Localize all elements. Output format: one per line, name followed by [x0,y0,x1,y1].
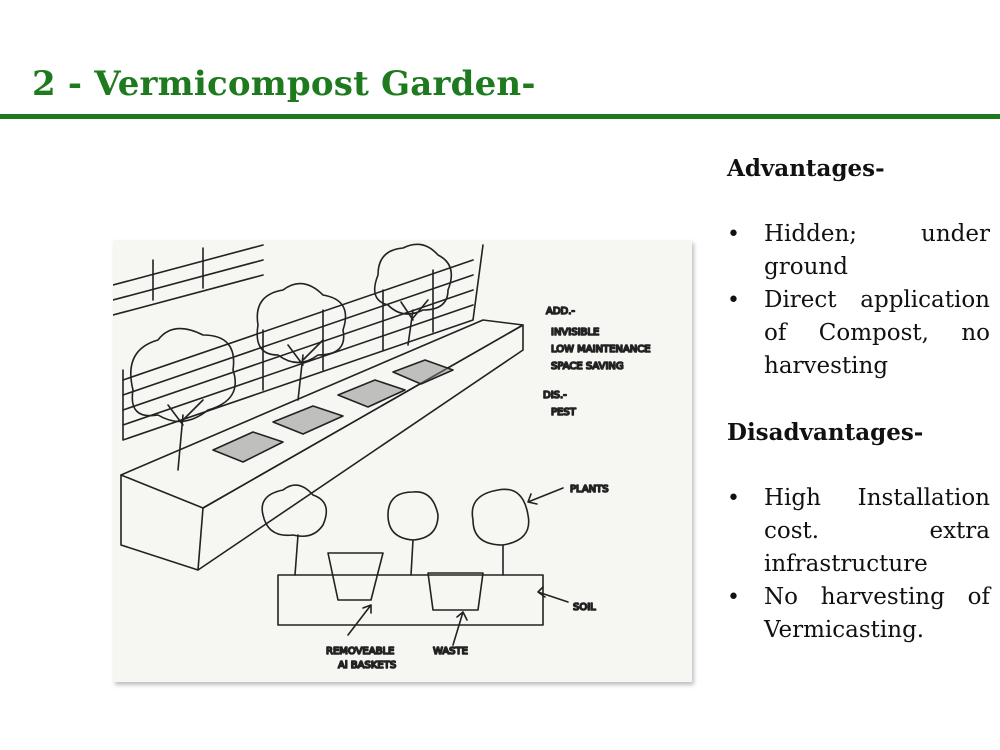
barbed-wire-fence [113,244,264,316]
vermicompost-sketch: ADD.- INVISIBLE LOW MAINTENANCE SPACE SA… [113,240,692,682]
advantages-list: Hidden; under ground Direct application … [727,218,990,383]
advantages-heading: Advantages- [727,155,885,182]
disadvantages-heading: Disadvantages- [727,419,924,446]
notes-dis-item: PEST [551,407,577,418]
disadvantage-item: No harvesting of Vermicasting. [727,581,990,647]
advantage-item: Direct application of Compost, no harves… [727,284,990,383]
disadvantage-item: High Installation cost. extra infrastruc… [727,482,990,581]
section-detail [261,484,544,626]
advantage-item: Hidden; under ground [727,218,990,284]
label-plants: PLANTS [570,484,609,495]
label-baskets: REMOVEABLE [326,646,394,657]
planter-trees [129,243,453,471]
notes-add-item: SPACE SAVING [551,361,624,372]
slide-title: 2 - Vermicompost Garden- [32,64,536,104]
annotation-arrows [347,487,569,646]
title-underline [0,114,1000,119]
notes-dis-heading: DIS.- [543,390,567,401]
brick-wall [122,244,484,441]
disadvantages-list: High Installation cost. extra infrastruc… [727,482,990,647]
notes-add-item: LOW MAINTENANCE [551,344,651,355]
label-baskets: Al BASKETS [338,660,396,671]
label-soil: SOIL [573,602,596,613]
notes-add-heading: ADD.- [546,306,575,317]
planter-trough [120,319,524,571]
pros-cons-panel: Advantages- Hidden; under ground Direct … [727,152,990,647]
notes-add-item: INVISIBLE [551,327,599,338]
label-waste: WASTE [433,646,468,657]
